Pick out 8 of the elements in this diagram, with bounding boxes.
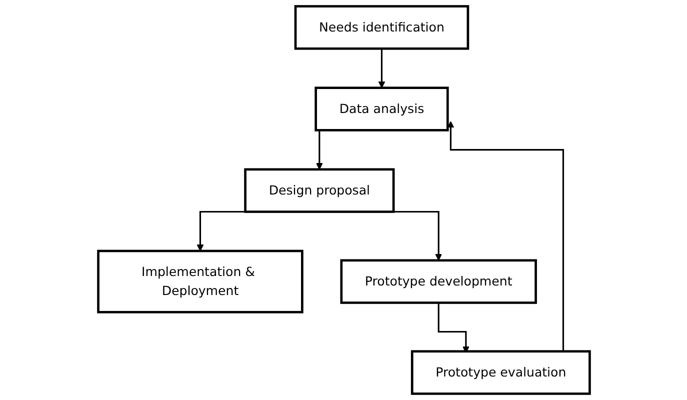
arrow — [446, 121, 564, 352]
node-box: Prototype evaluation — [410, 350, 590, 395]
node-box: Needs identification — [294, 5, 469, 50]
node-box: Prototype development — [340, 259, 536, 304]
node-box: Data analysis — [314, 86, 448, 132]
node-box: Implementation & Deployment — [96, 250, 303, 314]
arrow — [378, 48, 385, 88]
node-box: Design proposal — [244, 168, 394, 213]
